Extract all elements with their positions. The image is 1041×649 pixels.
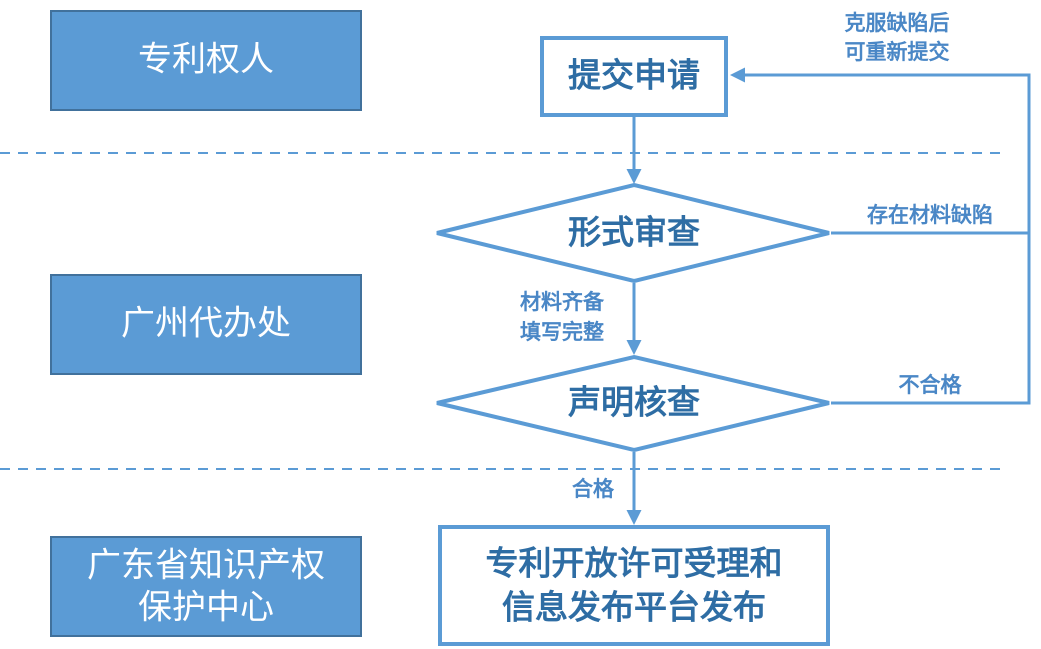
arrow-unqualified-loop — [730, 67, 1031, 405]
node-statement-review-label: 声明核查 — [568, 383, 700, 422]
node-publish-label-line2: 信息发布平台发布 — [502, 588, 766, 627]
edge-resubmit-label-line2: 可重新提交 — [845, 40, 950, 64]
edge-qualified-label: 合格 — [572, 477, 615, 501]
edge-complete-label-line2: 填写完整 — [520, 320, 604, 344]
lane-guangdong-ipo-label-line2: 保护中心 — [138, 588, 274, 628]
node-submit-label: 提交申请 — [568, 56, 700, 95]
edge-complete-label-line1: 材料齐备 — [520, 290, 605, 314]
node-publish: 专利开放许可受理和 信息发布平台发布 — [438, 525, 830, 646]
edge-resubmit-label-line1: 克服缺陷后 — [845, 11, 950, 35]
node-form-review-label: 形式审查 — [568, 213, 700, 252]
node-publish-label-line1: 专利开放许可受理和 — [486, 544, 783, 583]
node-form-review: 形式审查 — [436, 182, 830, 284]
lane-guangzhou-office: 广州代办处 — [50, 274, 362, 375]
lane-guangdong-ipo-label-line1: 广东省知识产权 — [87, 546, 325, 586]
node-statement-review: 声明核查 — [436, 354, 830, 453]
edge-defect-label: 存在材料缺陷 — [867, 203, 993, 227]
lane-guangdong-ipo: 广东省知识产权 保护中心 — [50, 536, 362, 637]
edge-unqualified-label: 不合格 — [899, 373, 963, 397]
lane-patentee: 专利权人 — [50, 10, 362, 111]
lane-patentee-label: 专利权人 — [138, 40, 274, 80]
lane-guangzhou-office-label: 广州代办处 — [121, 304, 291, 344]
node-submit: 提交申请 — [540, 36, 728, 117]
